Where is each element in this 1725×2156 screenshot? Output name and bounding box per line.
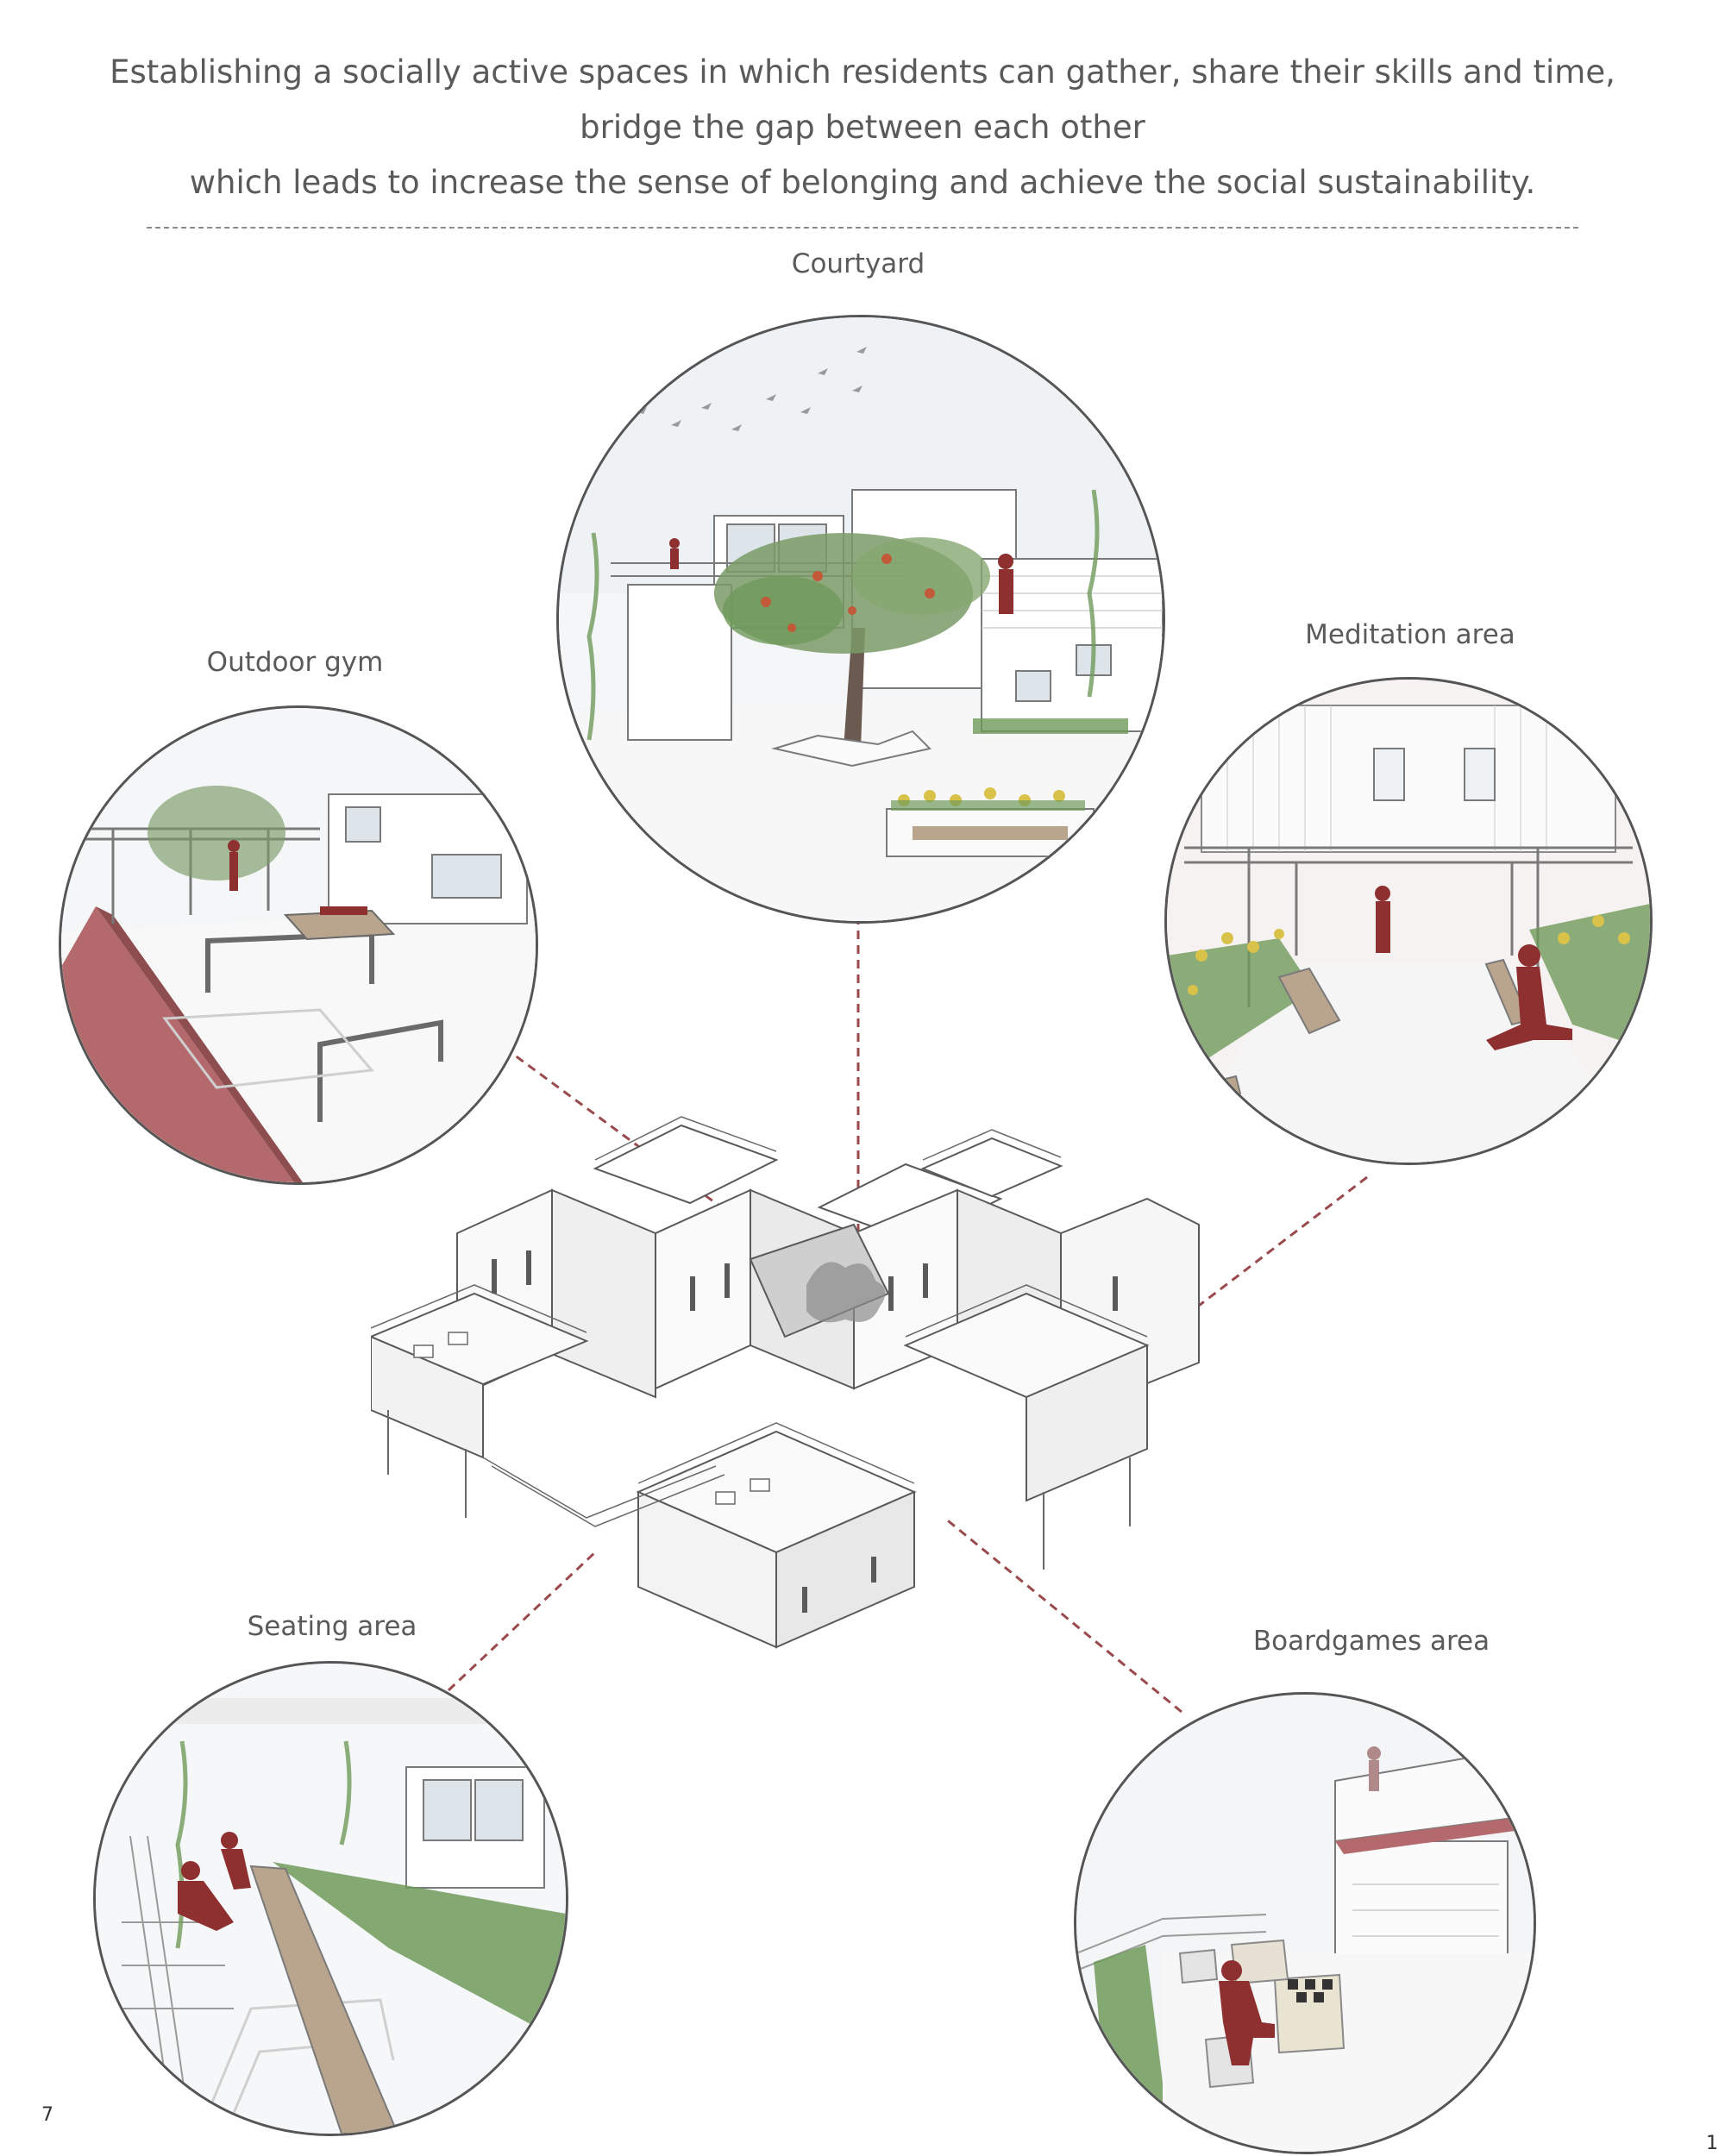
intro-line-3: which leads to increase the sense of bel… <box>189 164 1536 201</box>
intro-line-2: bridge the gap between each other <box>580 109 1145 146</box>
page-number-left: 7 <box>41 2104 53 2126</box>
intro-statement: Establishing a socially active spaces in… <box>0 45 1725 210</box>
axonometric-building <box>371 1087 1302 1708</box>
dashed-divider <box>147 227 1578 229</box>
label-outdoor-gym: Outdoor gym <box>206 647 384 678</box>
courtyard-vignette <box>556 315 1165 924</box>
intro-line-1: Establishing a socially active spaces in… <box>110 53 1615 91</box>
label-seating-area: Seating area <box>247 1611 417 1642</box>
outdoor-gym-vignette <box>59 705 538 1185</box>
meditation-vignette <box>1164 677 1653 1165</box>
label-courtyard: Courtyard <box>791 248 925 279</box>
label-boardgames-area: Boardgames area <box>1252 1626 1490 1657</box>
seating-vignette <box>93 1661 568 2136</box>
label-meditation-area: Meditation area <box>1305 619 1515 650</box>
page-number-right: 1 <box>1706 2133 1718 2154</box>
boardgames-vignette <box>1074 1692 1536 2154</box>
